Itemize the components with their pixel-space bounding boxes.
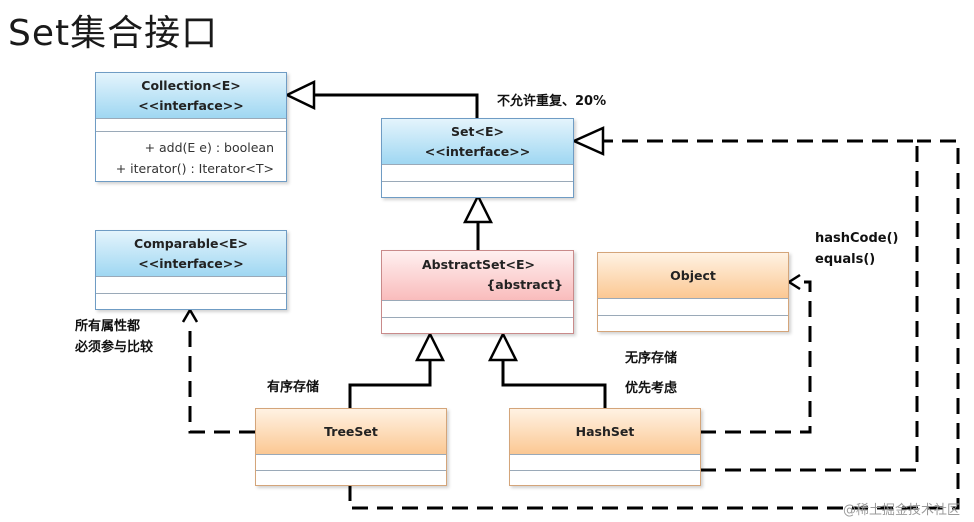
abstractset-stereotype: {abstract} [486,277,563,292]
page-title: Set集合接口 [8,13,219,54]
hashset-implements-set-line [604,139,919,472]
comparable-name: Comparable<E> [134,236,248,251]
object-dependency-arrowhead [786,273,801,291]
set-extends-collection-line [310,93,479,118]
object-methods-note: hashCode() equals() [815,228,899,270]
hashset-header: HashSet [510,409,700,455]
object-attributes [598,299,788,316]
treeset-depends-comparable-line [188,325,255,434]
set-name: Set<E> [451,124,504,139]
comparable-header: Comparable<E> <<interface>> [96,231,286,277]
watermark: @稀土掘金技术社区 [842,503,960,518]
treeset-header: TreeSet [256,409,446,455]
hashset-name: HashSet [575,424,635,439]
object-method-equals: equals() [815,252,876,267]
set-operations [382,182,573,197]
abstractset-operations [382,318,573,333]
set-attributes [382,165,573,182]
set-arrowhead [570,126,605,156]
treeset-name: TreeSet [324,424,378,439]
set-stereotype: <<interface>> [424,144,531,159]
collection-interface-box: Collection<E> <<interface>> + add(E e) :… [95,72,287,182]
set-from-abstract-arrowhead [462,193,494,224]
abstractset-class-box: AbstractSet<E> {abstract} [381,250,574,334]
abstractset-attributes [382,301,573,318]
collection-op-add: + add(E e) : boolean [144,140,274,155]
object-header: Object [598,253,788,299]
treeset-implements-set-line [348,139,960,510]
hashset-extends-abstractset-line [501,358,607,408]
object-class-box: Object [597,252,789,332]
object-operations [598,316,788,331]
hashset-note-line-1: 无序存储 [625,351,678,366]
comparable-attributes [96,277,286,294]
comparable-note-line-2: 必须参与比较 [75,340,154,355]
comparable-operations [96,294,286,309]
comparable-note-line-1: 所有属性都 [75,319,141,334]
hashset-note: 无序存储 优先考虑 [625,344,677,404]
treeset-note: 有序存储 [267,380,320,395]
set-note: 不允许重复、20% [497,94,607,109]
treeset-attributes [256,455,446,471]
collection-operations: + add(E e) : boolean + iterator() : Iter… [96,132,286,179]
abstractset-left-arrowhead [414,331,446,362]
abstractset-header: AbstractSet<E> {abstract} [382,251,573,301]
hashset-depends-object-line [700,280,812,434]
comparable-stereotype: <<interface>> [138,256,244,271]
hashset-attributes [510,455,700,471]
collection-name: Collection<E> [141,78,241,93]
collection-arrowhead [284,80,316,110]
collection-attributes [96,119,286,132]
object-name: Object [670,268,716,283]
collection-header: Collection<E> <<interface>> [96,73,286,119]
collection-stereotype: <<interface>> [138,98,244,113]
comparable-note: 所有属性都 必须参与比较 [75,316,153,358]
treeset-class-box: TreeSet [255,408,447,486]
hashset-operations [510,471,700,485]
hashset-class-box: HashSet [509,408,701,486]
comparable-interface-box: Comparable<E> <<interface>> [95,230,287,310]
set-header: Set<E> <<interface>> [382,119,573,165]
object-method-hashcode: hashCode() [815,231,899,246]
abstractset-name: AbstractSet<E> [422,257,535,272]
abstractset-right-arrowhead [487,331,519,362]
collection-op-iterator: + iterator() : Iterator<T> [115,161,274,176]
treeset-extends-abstractset-line [348,358,432,408]
treeset-operations [256,471,446,485]
hashset-note-line-2: 优先考虑 [625,381,678,396]
set-interface-box: Set<E> <<interface>> [381,118,574,198]
comparable-dependency-arrowhead [181,307,199,323]
